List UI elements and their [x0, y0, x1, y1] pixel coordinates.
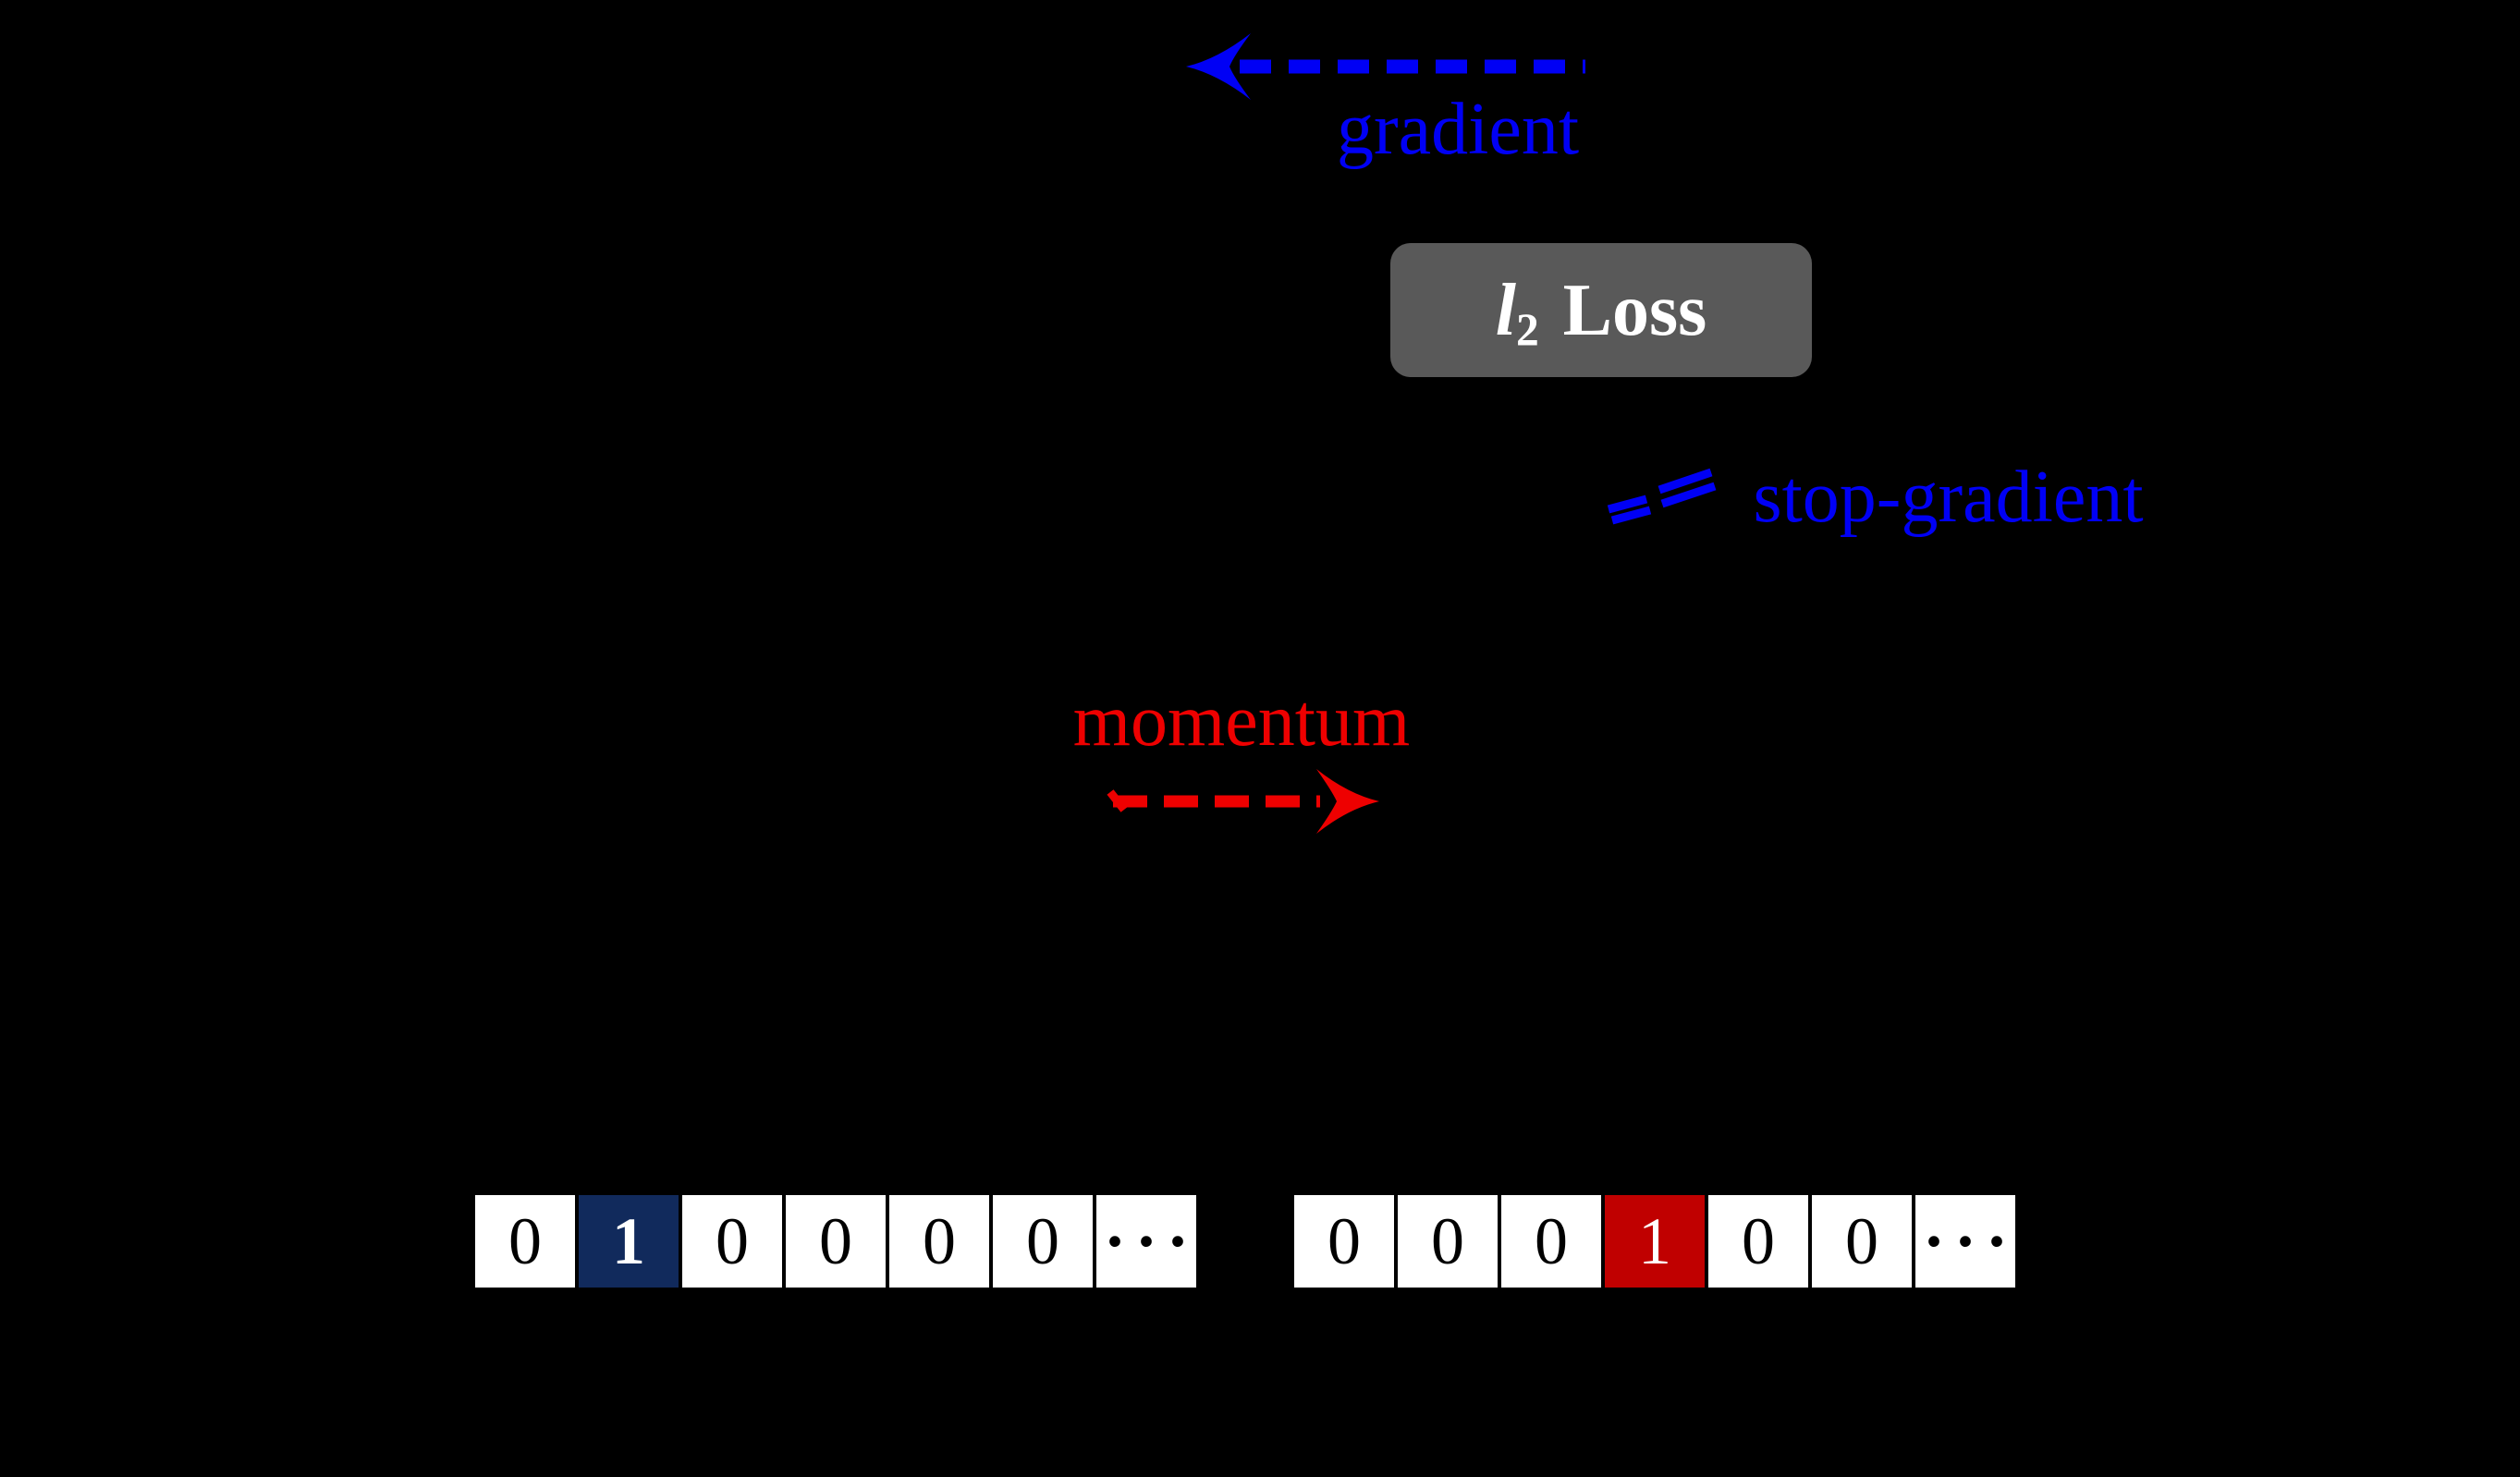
onehot-vector-left: 0 1 0 0 0 0 ···	[475, 1195, 1196, 1288]
l2-subscript: 2	[1515, 303, 1539, 355]
vector-cell-highlighted: 1	[579, 1195, 679, 1288]
vector-cell: 0	[1812, 1195, 1912, 1288]
l2-loss-box: l2 Loss	[1390, 243, 1812, 377]
ellipsis-cell: ···	[1096, 1195, 1196, 1288]
l2-symbol: l	[1495, 269, 1516, 351]
loss-word: Loss	[1562, 269, 1707, 351]
gradient-label: gradient	[1336, 89, 1580, 170]
vector-cell: 0	[1398, 1195, 1498, 1288]
vector-cell: 0	[1501, 1195, 1601, 1288]
vector-cell: 0	[889, 1195, 989, 1288]
momentum-label: momentum	[1072, 680, 1411, 762]
l2-loss-label: l2 Loss	[1496, 274, 1707, 352]
vector-cell-highlighted: 1	[1605, 1195, 1705, 1288]
vector-cell: 0	[1708, 1195, 1808, 1288]
ellipsis-cell: ···	[1915, 1195, 2015, 1288]
onehot-vector-right: 0 0 0 1 0 0 ···	[1294, 1195, 2015, 1288]
gradient-arrow-icon	[1186, 33, 1585, 100]
stop-gradient-label: stop-gradient	[1753, 457, 2144, 538]
vector-cell: 0	[475, 1195, 575, 1288]
vector-cell: 0	[786, 1195, 886, 1288]
vector-cell: 0	[993, 1195, 1093, 1288]
vector-cell: 0	[1294, 1195, 1394, 1288]
momentum-arrow-icon	[1107, 769, 1379, 834]
stop-gradient-marks-icon	[1607, 468, 1717, 525]
vector-cell: 0	[682, 1195, 782, 1288]
